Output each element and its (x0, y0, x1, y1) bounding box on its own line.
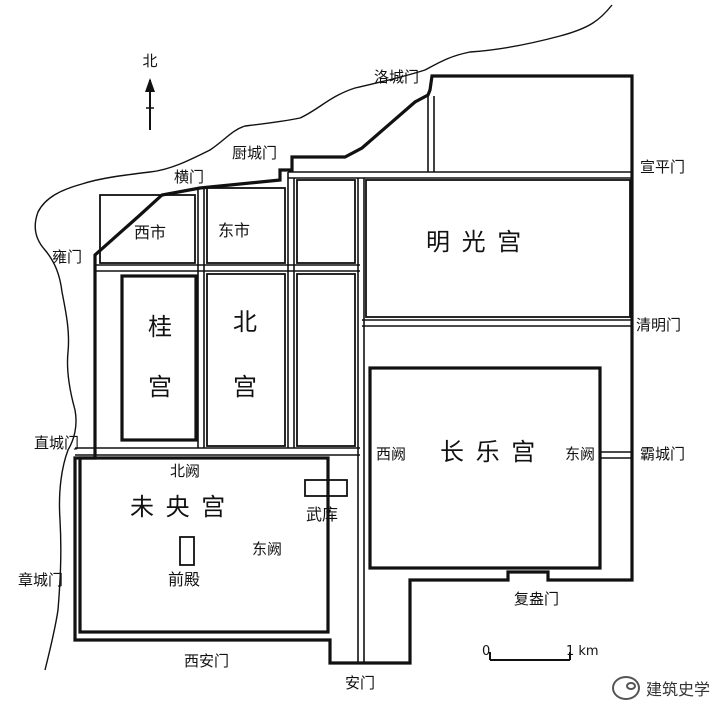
wuku-building (304, 479, 348, 497)
north-palace-label-2: 宫 (233, 373, 259, 401)
gui-palace-label-1: 桂 (148, 313, 174, 341)
scale-one: 1 km (566, 644, 599, 659)
mingguang-palace-block (365, 179, 631, 318)
gate-luocheng: 洛城门 (374, 68, 419, 86)
changle-east-que: 东阙 (565, 445, 595, 463)
gate-heng: 横门 (174, 168, 204, 186)
weiyang-palace-label: 未 央 宫 (130, 493, 227, 521)
changle-west-que: 西阙 (376, 445, 406, 463)
gate-zhangcheng: 章城门 (18, 571, 63, 589)
block-north-middle (296, 179, 356, 264)
north-label: 北 (142, 52, 157, 70)
scale-bar: 0 1 km (482, 644, 599, 661)
east-market-label: 东市 (218, 221, 250, 240)
gate-chucheng: 厨城门 (232, 144, 277, 162)
north-palace-block (206, 273, 286, 447)
gate-zhicheng: 直城门 (34, 434, 79, 452)
river-bank-line (34, 4, 613, 671)
gui-palace-wall (120, 274, 198, 442)
gate-xian: 西安门 (184, 652, 229, 670)
weiyang-east-que: 东阙 (252, 540, 282, 558)
gate-an: 安门 (345, 674, 375, 692)
east-market-block (206, 187, 286, 264)
weiyang-north-que: 北阙 (170, 462, 200, 480)
gate-bacheng: 霸城门 (640, 445, 685, 463)
block-center (296, 273, 356, 447)
city-wall (73, 74, 634, 665)
gui-palace-label-2: 宫 (148, 373, 174, 401)
wechat-icon (611, 676, 640, 700)
changle-palace-label: 长 乐 宫 (440, 438, 537, 466)
roads (75, 96, 632, 663)
north-palace-label-1: 北 (233, 308, 259, 336)
watermark-text: 建筑史学 (645, 680, 710, 699)
west-market-block (99, 194, 196, 264)
wuku-label: 武库 (306, 505, 338, 524)
north-arrow: 北 (142, 52, 158, 130)
west-market-label: 西市 (134, 223, 166, 242)
gate-yong: 雍门 (52, 248, 82, 266)
scale-zero: 0 (482, 644, 490, 659)
mingguang-palace-label: 明 光 宫 (426, 228, 523, 256)
qiandian-label: 前殿 (168, 570, 200, 589)
gate-xuanping: 宣平门 (640, 158, 685, 176)
gate-fuang: 复盎门 (514, 590, 559, 608)
qiandian-building (179, 536, 195, 566)
watermark: 建筑史学 (611, 676, 710, 700)
changle-palace-wall (368, 366, 602, 570)
weiyang-palace-wall (78, 456, 330, 634)
gate-qingming: 清明门 (636, 316, 681, 334)
